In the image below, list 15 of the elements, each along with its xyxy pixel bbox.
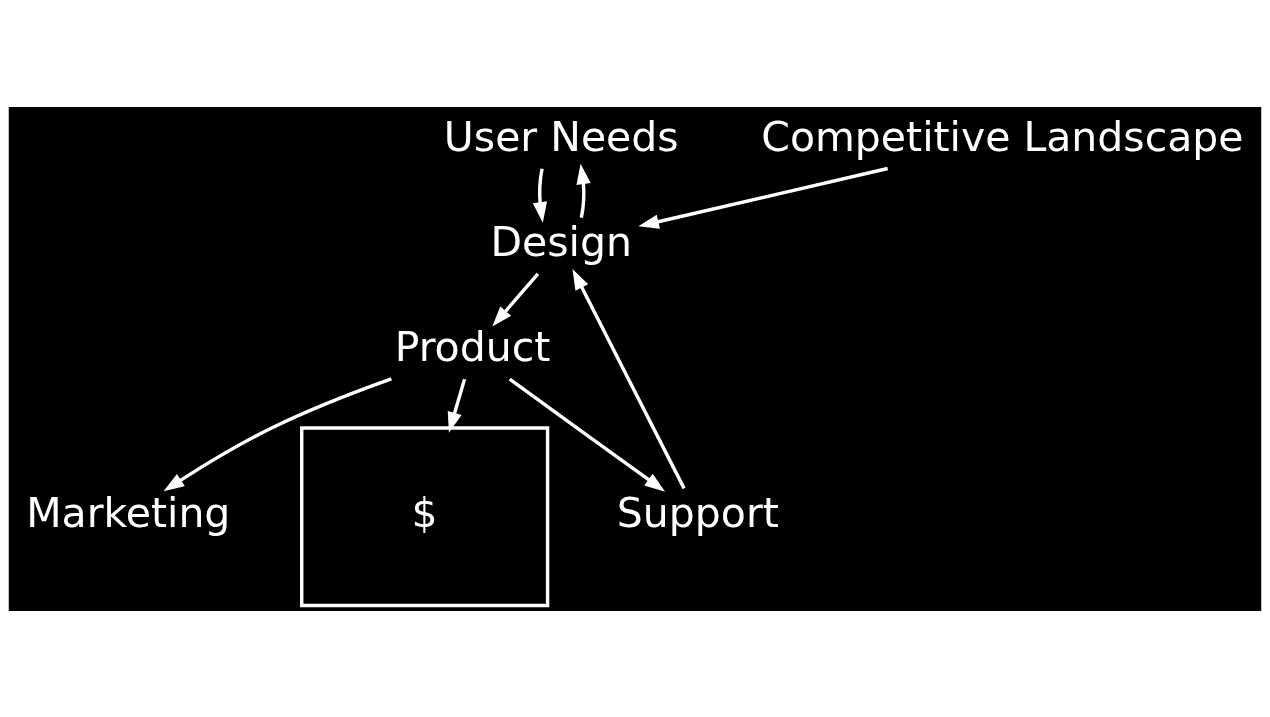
arrow [576,163,591,218]
node-text: User Needs [443,112,679,161]
arrow [163,376,392,491]
node-text: Marketing [26,488,231,537]
node-text: Product [394,322,551,371]
arrow [638,166,889,229]
node-text: Support [616,488,779,537]
arrow [492,272,540,327]
node-text: Competitive Landscape [761,112,1244,161]
arrow [572,268,686,489]
node-box: $ [300,425,550,607]
arrow [447,378,467,433]
arrow [508,377,666,492]
arrow [532,167,548,223]
node-text: Design [490,217,632,266]
